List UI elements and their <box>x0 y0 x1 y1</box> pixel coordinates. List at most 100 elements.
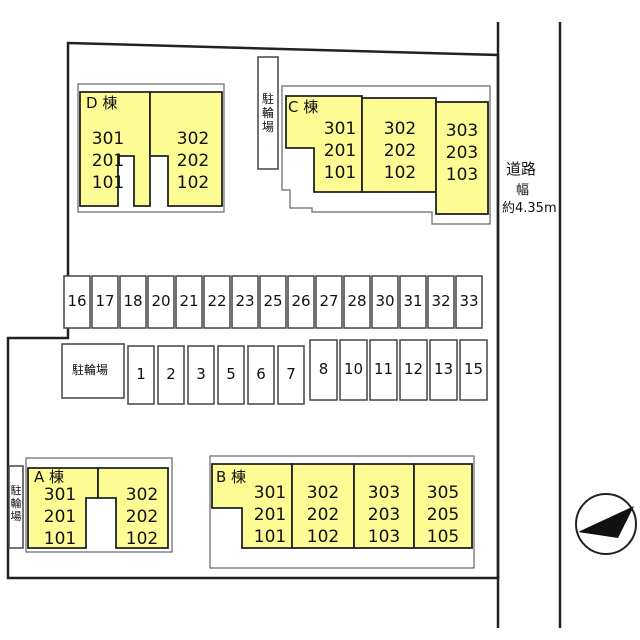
building-c-unit-3-numbers: 303 203 103 <box>442 120 482 186</box>
building-b-unit-3 <box>353 463 415 549</box>
vertical-label-char: 駐 <box>261 92 274 106</box>
building-d <box>77 83 225 213</box>
parking-space-number: 26 <box>291 292 311 310</box>
building-b-unit-4 <box>413 463 473 549</box>
building-b-title: B 棟 <box>216 468 247 486</box>
room-number: 202 <box>383 141 417 161</box>
building-c-unit-2-numbers: 302 202 102 <box>380 118 420 184</box>
bike-parking-top <box>257 56 279 170</box>
room-number: 201 <box>323 141 357 161</box>
parking-space-number: 30 <box>375 292 395 310</box>
parking-space <box>127 345 155 405</box>
vertical-label-char: 場 <box>10 510 22 523</box>
room-number: 103 <box>367 527 401 547</box>
building-d-unit-1-numbers: 301 201 101 <box>88 128 128 194</box>
room-number: 101 <box>91 173 125 193</box>
building-d-unit-2 <box>149 91 223 207</box>
parking-row-lower <box>127 339 488 405</box>
parking-space <box>309 339 338 401</box>
building-d-unit-2-numbers: 302 202 102 <box>172 128 214 194</box>
room-number: 102 <box>306 527 340 547</box>
parking-space-number: 11 <box>373 360 394 378</box>
room-number: 303 <box>445 121 479 141</box>
parking-space-number: 16 <box>67 292 87 310</box>
parking-space-number: 33 <box>459 292 479 310</box>
room-number: 302 <box>383 119 417 139</box>
building-b-unit-3-numbers: 303 203 103 <box>364 482 404 548</box>
parking-space <box>217 345 245 405</box>
room-number: 201 <box>91 151 125 171</box>
parking-space <box>399 275 427 329</box>
building-a <box>25 457 173 553</box>
parking-space <box>287 275 315 329</box>
parking-space-number: 23 <box>235 292 255 310</box>
parking-space <box>91 275 119 329</box>
bike-parking-mid-label: 駐輪場 <box>72 363 109 377</box>
parking-space-number: 6 <box>256 365 266 383</box>
room-number: 301 <box>253 483 287 503</box>
bike-parking-top-label: 駐輪場 <box>261 92 275 134</box>
building-b-unit-2-numbers: 302 202 102 <box>303 482 343 548</box>
room-number: 203 <box>367 505 401 525</box>
vertical-label-char: 駐 <box>10 484 22 497</box>
room-number: 201 <box>253 505 287 525</box>
road-width-value: 約4.35m <box>502 201 557 216</box>
parking-space <box>339 339 368 401</box>
parking-space-number: 27 <box>319 292 339 310</box>
room-number: 302 <box>176 129 210 149</box>
room-number: 103 <box>445 165 479 185</box>
parking-space <box>247 345 275 405</box>
parking-space <box>427 275 455 329</box>
parking-space <box>157 345 185 405</box>
room-number: 101 <box>253 527 287 547</box>
parking-space-number: 7 <box>286 365 296 383</box>
building-a-unit-1-numbers: 301 201 101 <box>40 484 80 550</box>
building-c <box>281 85 491 225</box>
room-number: 301 <box>91 129 125 149</box>
room-number: 202 <box>306 505 340 525</box>
parking-space <box>231 275 259 329</box>
building-c-unit-1-numbers: 301 201 101 <box>320 118 360 184</box>
parking-space-number: 32 <box>431 292 451 310</box>
room-number: 101 <box>323 163 357 183</box>
parking-space <box>399 339 428 401</box>
parking-space <box>459 339 488 401</box>
parking-space-number: 22 <box>207 292 227 310</box>
vertical-label-char: 輪 <box>10 497 22 510</box>
parking-space <box>147 275 175 329</box>
road-label: 道路 <box>506 160 537 178</box>
parking-space-number: 13 <box>433 360 454 378</box>
room-number: 303 <box>367 483 401 503</box>
parking-space-number: 12 <box>403 360 424 378</box>
parking-space-number: 15 <box>463 360 484 378</box>
building-c-unit-2 <box>361 97 437 193</box>
parking-space <box>203 275 231 329</box>
building-c-title: C 棟 <box>288 98 319 116</box>
room-number: 201 <box>43 507 77 527</box>
room-number: 305 <box>426 483 460 503</box>
room-number: 205 <box>426 505 460 525</box>
building-a-unit-2 <box>97 467 169 549</box>
building-b-unit-2 <box>291 463 355 549</box>
room-number: 202 <box>176 151 210 171</box>
room-number: 105 <box>426 527 460 547</box>
room-number: 203 <box>445 143 479 163</box>
parking-space-number: 1 <box>136 365 146 383</box>
parking-space <box>259 275 287 329</box>
parking-space <box>369 339 398 401</box>
building-b <box>209 455 475 569</box>
road-width-label: 幅 <box>516 183 530 198</box>
building-c-unit-1 <box>285 95 363 193</box>
building-b-unit-1-numbers: 301 201 101 <box>250 482 290 548</box>
room-number: 202 <box>125 507 159 527</box>
parking-space <box>343 275 371 329</box>
parking-space-number: 31 <box>403 292 423 310</box>
bike-parking-left-label: 駐輪場 <box>9 484 23 523</box>
north-arrow-icon <box>575 493 637 555</box>
parking-space-number: 28 <box>347 292 367 310</box>
parking-space-number: 8 <box>318 360 329 378</box>
room-number: 301 <box>43 485 77 505</box>
vertical-label-char: 場 <box>261 120 274 134</box>
room-number: 101 <box>43 529 77 549</box>
